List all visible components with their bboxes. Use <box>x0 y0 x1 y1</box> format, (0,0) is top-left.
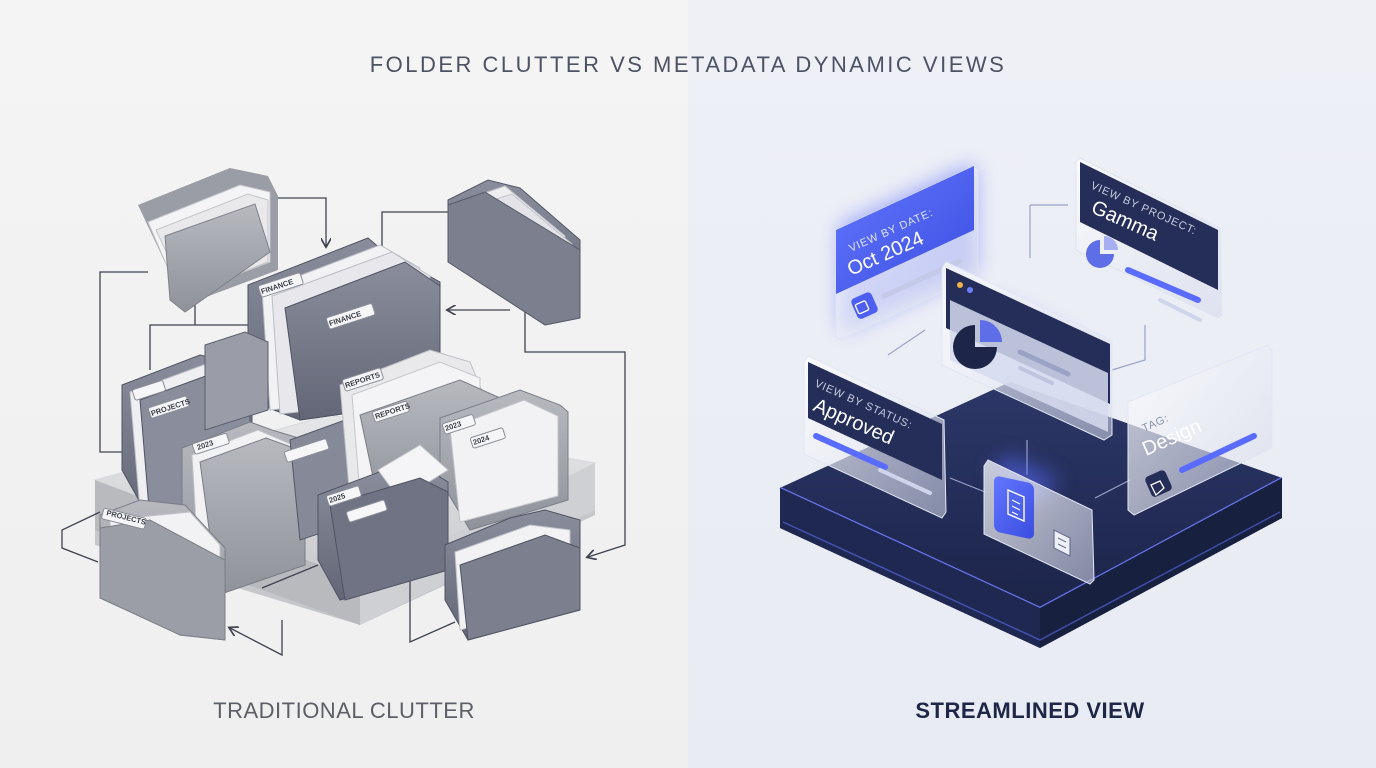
floating-folder-top-left <box>138 168 278 313</box>
document-small-icon <box>1053 529 1071 557</box>
folder-front-center <box>317 444 449 601</box>
calendar-icon <box>854 300 870 315</box>
folder-stack-right <box>339 349 569 531</box>
pie-chart-icon <box>1086 240 1114 268</box>
page-title: FOLDER CLUTTER VS METADATA DYNAMIC VIEWS <box>369 52 1007 77</box>
traditional-clutter-caption: TRADITIONAL CLUTTER <box>213 698 475 723</box>
streamlined-illustration: VIEW BY DATE: Oct 2024 VIEW BY PROJECT: … <box>779 157 1283 648</box>
dashboard-chart-icon <box>953 325 997 369</box>
clutter-arrows <box>61 197 626 657</box>
view-connectors <box>887 204 1146 499</box>
tag-icon <box>1150 480 1165 497</box>
folder-front-left <box>99 499 226 641</box>
view-by-status-card[interactable]: VIEW BY STATUS: Approved <box>803 355 947 519</box>
streamlined-view-caption: STREAMLINED VIEW <box>915 698 1145 723</box>
folder-front-right <box>444 509 581 641</box>
floating-folder-top-right <box>447 179 581 326</box>
view-by-project-card[interactable]: VIEW BY PROJECT: Gamma <box>1075 157 1223 322</box>
view-by-date-card[interactable]: VIEW BY DATE: Oct 2024 <box>835 165 979 341</box>
tag-card[interactable]: TAG: Design <box>1127 344 1273 516</box>
clutter-illustration: PROJECTS PROJECTS 2023 2023 2025 REPORTS… <box>61 168 626 657</box>
dashboard-window-card[interactable] <box>941 261 1113 441</box>
document-card[interactable] <box>983 455 1095 585</box>
